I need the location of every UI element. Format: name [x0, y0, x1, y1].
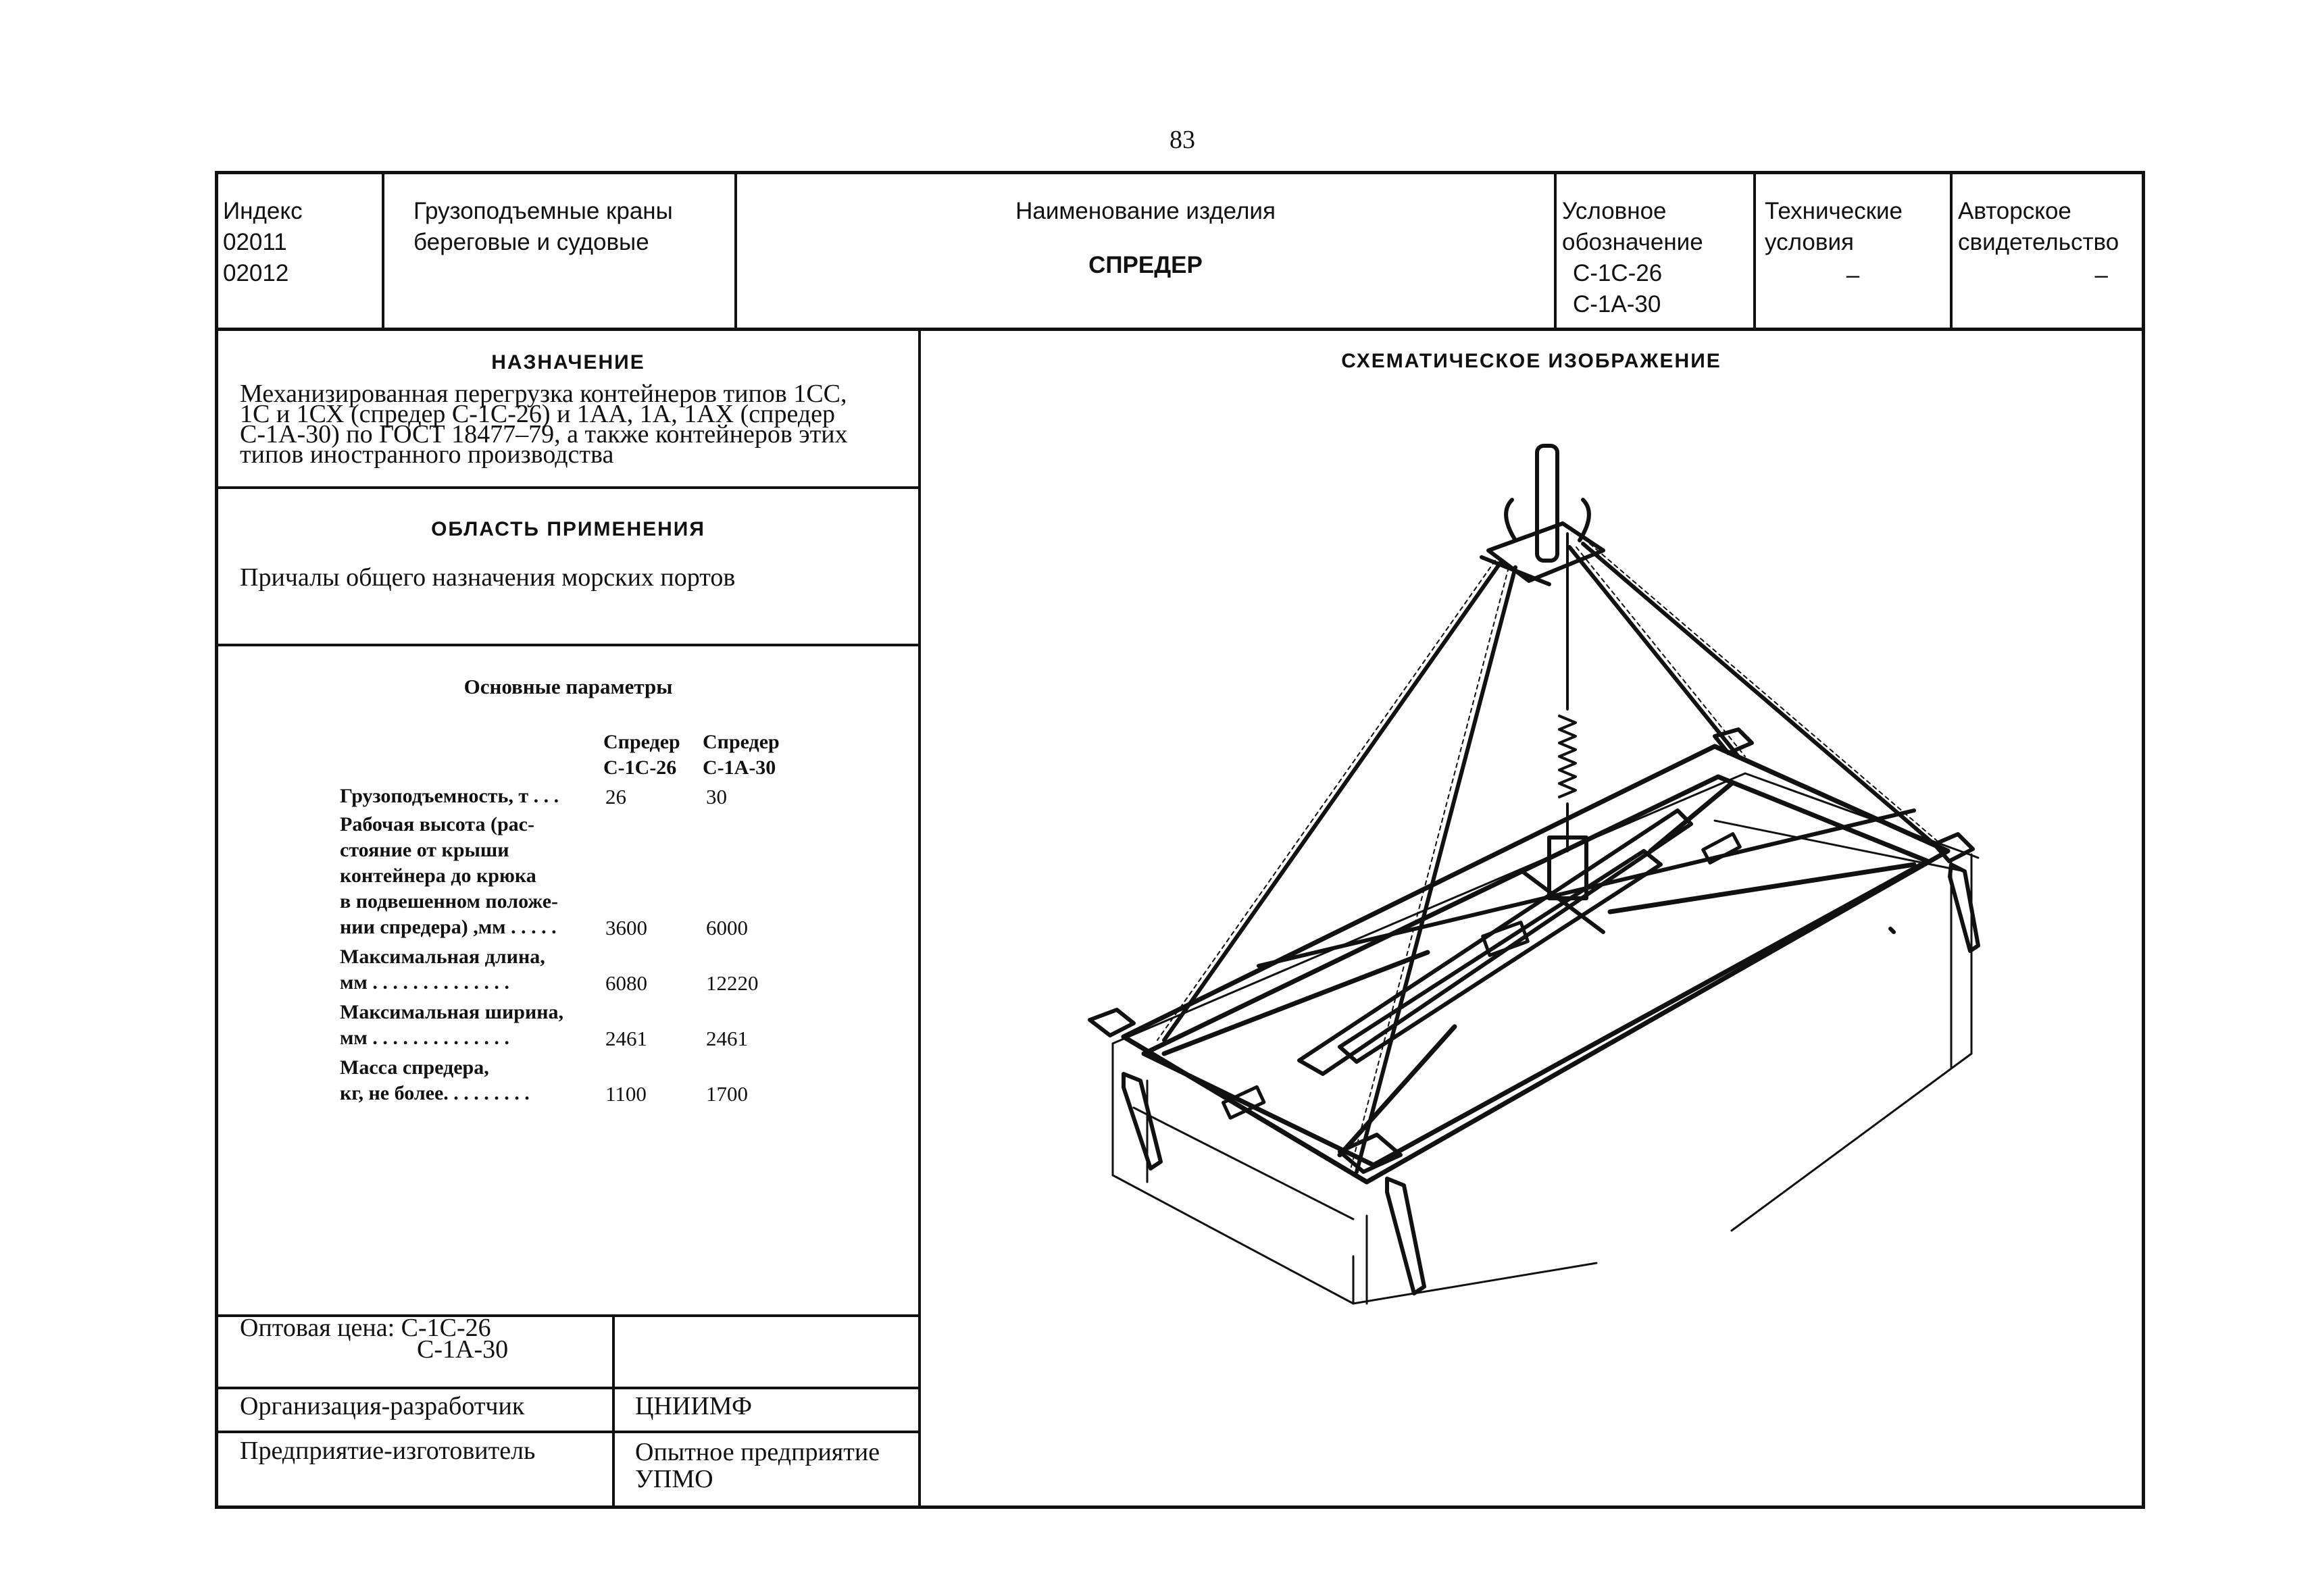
spreader-drawing: [1088, 444, 1980, 1305]
index-label: Индекс: [223, 198, 303, 224]
param-value-1: 2461: [605, 1027, 647, 1050]
designation-line: С-1С-26: [1573, 260, 1663, 286]
param-row: Максимальная ширина, мм . . . . . . . . …: [340, 1001, 564, 1049]
left-divider-2: [215, 644, 921, 646]
purpose-text: Механизированная перегрузка контейнеров …: [240, 380, 848, 469]
index-code: 02011: [223, 229, 287, 255]
frame-top: [215, 171, 2145, 174]
rope-strands: [1157, 543, 1942, 1173]
left-divider-4: [215, 1387, 921, 1389]
header-col-2: [734, 171, 737, 330]
param-value-2: 6000: [706, 916, 748, 939]
param-value-1: 1100: [605, 1082, 647, 1106]
scope-text: Причалы общего назначения морских портов: [240, 563, 736, 592]
param-value-2: 12220: [706, 971, 759, 995]
purpose-line: С-1А-30) по ГОСТ 18477–79, а также конте…: [240, 420, 848, 448]
schematic-title: СХЕМАТИЧЕСКОЕ ИЗОБРАЖЕНИЕ: [1341, 350, 1721, 372]
col-header-2: Спредер С-1А-30: [703, 731, 780, 779]
price-label: Оптовая цена:: [240, 1314, 395, 1342]
designation-cell: Условное обозначение С-1С-26 С-1А-30: [1562, 196, 1703, 320]
author-line: свидетельство: [1958, 229, 2119, 255]
param-value-2: 30: [706, 785, 727, 808]
bottom-col-divider: [612, 1314, 615, 1509]
param-value-1: 3600: [605, 916, 647, 939]
author-cell: Авторское свидетельство: [1958, 196, 2119, 258]
price-item: С-1С-26: [401, 1314, 491, 1342]
index-code: 02012: [223, 260, 289, 286]
corner-fitting: [1088, 727, 1980, 1295]
col-header-1: Спредер С-1С-26: [603, 731, 680, 779]
rope: [1162, 542, 1936, 1174]
param-row: Максимальная длина, мм . . . . . . . . .…: [340, 946, 545, 994]
industry-line: Грузоподъемные краны: [413, 198, 673, 224]
header-col-4: [1753, 171, 1756, 330]
frame-bottom: [215, 1505, 2145, 1509]
designation-line: Условное: [1562, 198, 1667, 224]
developer-label: Организация-разработчик: [240, 1392, 525, 1420]
purpose-line: типов иностранного производства: [240, 440, 614, 469]
param-value-1: 26: [605, 785, 626, 808]
industry-line: береговые и судовые: [413, 229, 649, 255]
developer-value: ЦНИИМФ: [635, 1392, 753, 1420]
product-name: СПРЕДЕР: [1088, 252, 1203, 278]
spreader-frame: [1121, 744, 1951, 1185]
manufacturer-value: Опытное предприятие УПМО: [635, 1438, 880, 1493]
left-divider-5: [215, 1431, 921, 1433]
author-value: –: [2094, 262, 2108, 288]
frame-braces: [1161, 781, 1917, 1158]
left-divider-1: [215, 486, 921, 489]
header-col-3: [1554, 171, 1557, 330]
purpose-title: НАЗНАЧЕНИЕ: [491, 351, 645, 374]
header-col-1: [382, 171, 384, 330]
param-value-2: 2461: [706, 1027, 748, 1050]
frame-left: [215, 171, 218, 1509]
tech-cell: Технические условия: [1765, 196, 1903, 258]
param-row: Масса спредера, кг, не более. . . . . . …: [340, 1056, 530, 1104]
industry-cell: Грузоподъемные краны береговые и судовые: [413, 196, 673, 258]
price-cell: Оптовая цена: С-1С-26 С-1А-30: [240, 1314, 509, 1364]
params-title: Основные параметры: [463, 675, 673, 698]
header-divider: [215, 328, 2145, 331]
param-row: Рабочая высота (рас- стояние от крыши ко…: [340, 813, 559, 938]
manufacturer-label: Предприятие-изготовитель: [240, 1437, 536, 1465]
frame-right: [2142, 171, 2145, 1509]
tech-line: Технические: [1765, 198, 1903, 224]
index-cell: Индекс 02011 02012: [223, 196, 303, 289]
price-item: С-1А-30: [417, 1335, 509, 1364]
param-row: Грузоподъемность, т . . .: [340, 785, 559, 807]
tech-value: –: [1846, 262, 1860, 288]
left-divider-3: [215, 1314, 921, 1317]
sensor-rod: [1547, 532, 1588, 900]
header-col-5: [1950, 171, 1953, 330]
author-line: Авторское: [1958, 198, 2071, 224]
param-value-2: 1700: [706, 1082, 748, 1106]
purpose-line: 1С и 1СХ (спредер С-1С-26) и 1АА, 1А, 1А…: [240, 400, 836, 428]
designation-line: обозначение: [1562, 229, 1703, 255]
param-value-1: 6080: [605, 971, 647, 995]
purpose-line: Механизированная перегрузка контейнеров …: [240, 380, 847, 408]
frame-plate: [1221, 832, 1742, 1120]
designation-line: С-1А-30: [1573, 291, 1661, 317]
product-label: Наименование изделия: [1015, 198, 1276, 224]
body-col-divider: [918, 328, 921, 1509]
tech-line: условия: [1765, 229, 1854, 255]
page-number: 83: [1169, 126, 1195, 154]
scope-title: ОБЛАСТЬ ПРИМЕНЕНИЯ: [431, 518, 705, 540]
container-outline: [1111, 772, 1980, 1305]
